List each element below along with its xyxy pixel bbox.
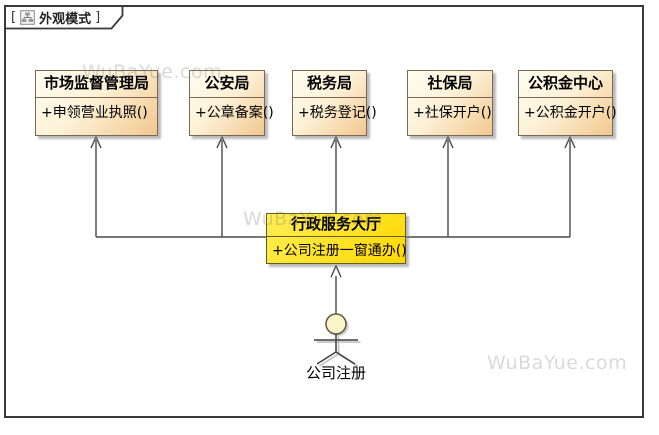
class-method: +申领营业执照() (41, 105, 148, 121)
frame-bracket-left: [ (11, 10, 17, 25)
facade-class-service-hall: 行政服务大厅 +公司注册一窗通办() (266, 213, 407, 264)
uml-frame (4, 5, 644, 418)
class-market-regulation-bureau: 市场监督管理局 +申领营业执照() (35, 70, 158, 136)
class-tax-bureau: 税务局 +税务登记() (292, 70, 377, 136)
class-method: +公积金开户() (524, 105, 617, 121)
class-social-insurance-bureau: 社保局 +社保开户() (407, 70, 493, 136)
class-police-bureau: 公安局 +公章备案() (189, 70, 274, 136)
actor-head (325, 313, 347, 335)
class-housing-fund-center: 公积金中心 +公积金开户() (518, 70, 617, 136)
class-method: +社保开户() (413, 105, 492, 121)
class-title: 市场监督管理局 (36, 71, 157, 98)
class-method: +公司注册一窗通办() (272, 243, 407, 259)
class-method: +公章备案() (195, 105, 274, 121)
open-arrowheads (90, 135, 576, 278)
frame-title: 外观模式 (39, 12, 92, 27)
connector-lines (95, 140, 571, 314)
frame-bracket-right: ] (95, 10, 101, 25)
class-title: 公安局 (190, 71, 264, 98)
frame-tab-outline (5, 6, 124, 30)
actor-label: 公司注册 (305, 364, 366, 382)
class-title: 社保局 (408, 71, 492, 98)
frame-tab: [ 外观模式 ] (6, 7, 100, 28)
actor-figure (314, 313, 358, 365)
class-title: 行政服务大厅 (267, 214, 405, 237)
class-title: 税务局 (293, 71, 366, 98)
class-method: +税务登记() (298, 105, 377, 121)
class-title: 公积金中心 (519, 71, 612, 98)
sitemap-icon (20, 10, 35, 25)
